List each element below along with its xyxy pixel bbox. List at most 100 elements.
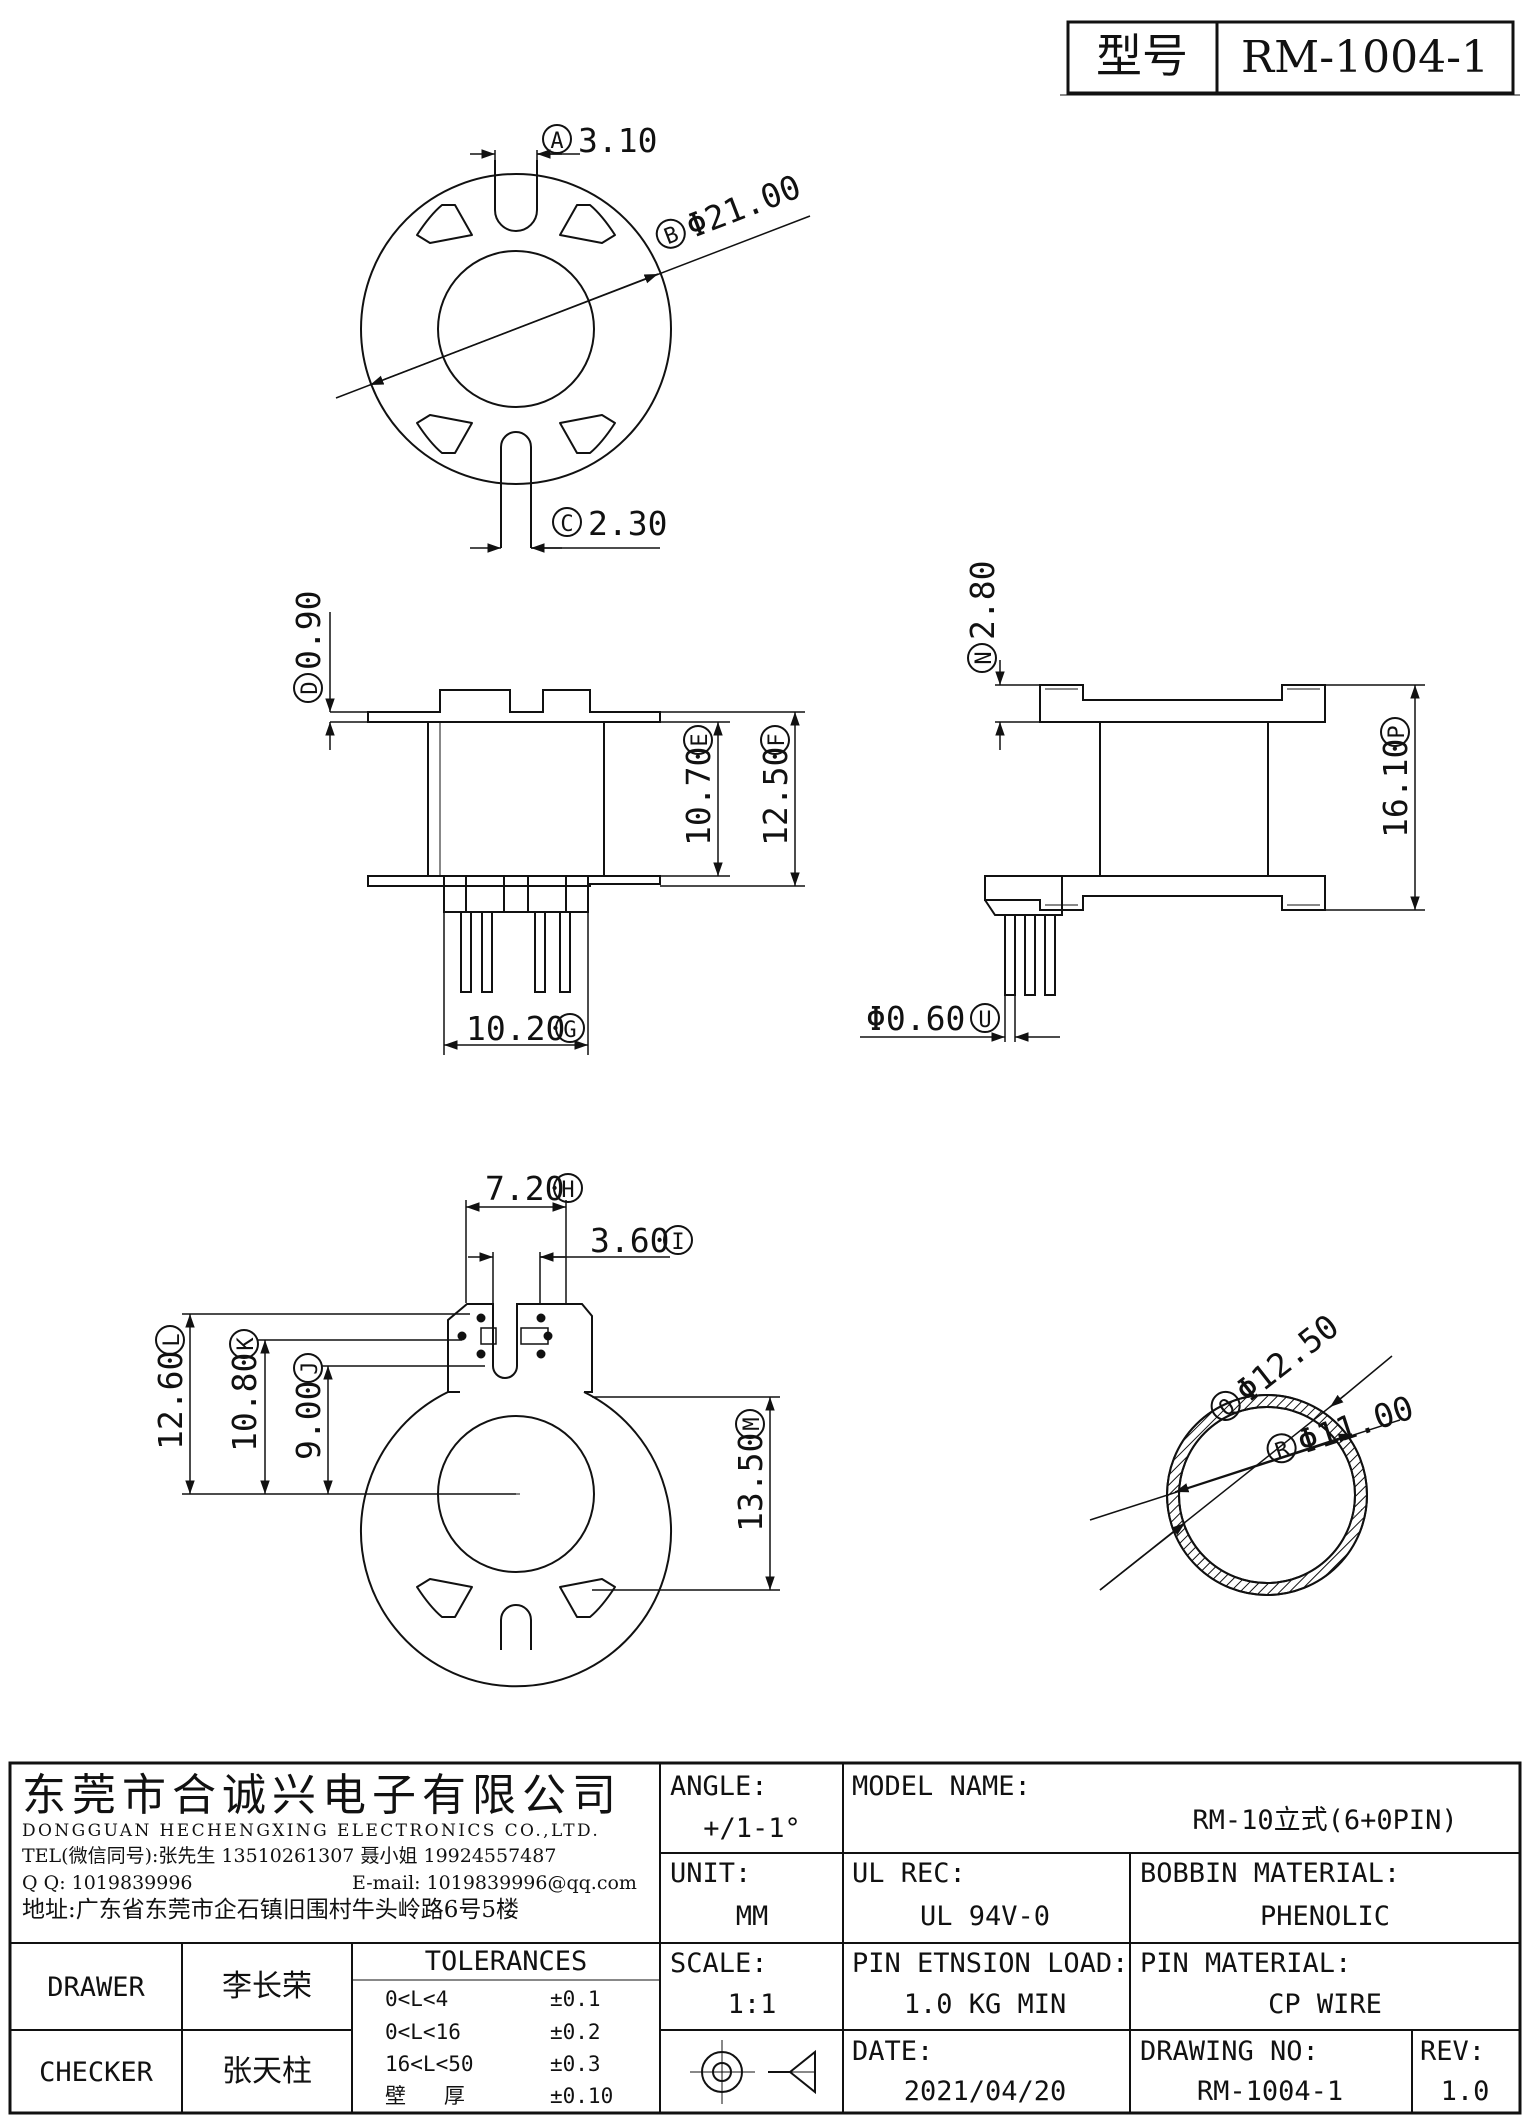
dim-c-value: 2.30 [588,504,667,543]
top-view [335,149,811,553]
callout-circle-b [655,218,686,249]
callout-circle-k [229,1329,259,1359]
pin-material-label: PIN MATERIAL: [1140,1948,1351,1979]
callout-circle-h [553,1173,583,1203]
checker-label: CHECKER [39,2057,154,2088]
callout-circle-r [1266,1433,1297,1464]
ul-rec-value: UL 94V-0 [920,1901,1050,1932]
dim-a-value: 3.10 [578,121,657,160]
callout-letter-u: U [978,1008,991,1033]
dim-h-value: 7.20 [485,1169,564,1208]
callout-letter-d: D [298,681,323,694]
date-label: DATE: [852,2036,933,2067]
ul-rec-label: UL REC: [852,1858,966,1889]
dim-u-value: Φ0.60 [866,999,965,1038]
pin-load-value: 1.0 KG MIN [904,1989,1067,2020]
bobbin-material-label: BOBBIN MATERIAL: [1140,1858,1400,1889]
callout-letter-g: G [563,1018,576,1043]
tolerance-value: ±0.2 [550,2020,601,2044]
title-block-grid [8,1761,1522,2115]
dim-j-value: 9.00 [289,1381,328,1460]
model-box-label: 型号 [1096,29,1188,83]
callout-circle-u [970,1003,1000,1033]
bottom-view [182,1200,780,1688]
angle-value: +/1-1° [703,1813,801,1844]
dim-i-value: 3.60 [590,1221,669,1260]
dim-k-value: 10.80 [225,1353,264,1452]
dim-m-value: 13.50 [731,1433,770,1532]
model-box-value: RM-1004-1 [1241,32,1489,83]
model-name-label: MODEL NAME: [852,1771,1031,1802]
model-box-text: 型号 RM-1004-1 [1096,29,1489,83]
callout-letter-a: A [550,129,563,154]
callout-circle-n [967,643,997,673]
company-name-en: DONGGUAN HECHENGXING ELECTRONICS CO.,LTD… [22,1821,600,1841]
callout-letter-k: K [234,1337,259,1351]
drawing-no-value: RM-1004-1 [1197,2076,1343,2107]
callout-circle-m [735,1409,765,1439]
scale-label: SCALE: [670,1948,768,1979]
company-name-cn: 东莞市合诚兴电子有限公司 [22,1770,622,1821]
front-view [325,612,805,1055]
tolerance-value: ±0.10 [550,2084,613,2108]
callout-circle-j [293,1353,323,1383]
dim-q-value: Φ12.50 [1228,1306,1346,1410]
side-view [860,660,1425,1042]
dim-b-value: Φ21.00 [681,167,806,246]
dimension-labels: A 3.10 B Φ21.00 C 2.30 D 0.90 10.70 E 12… [151,121,1418,1532]
callout-letter-c: C [560,512,573,537]
scale-value: 1:1 [728,1989,777,2020]
callout-letter-p: P [1385,725,1410,738]
callout-circle-d [293,673,323,703]
callout-letter-j: J [298,1361,323,1374]
company-tel: TEL(微信同号):张先生 13510261307 聂小姐 1992455748… [22,1845,556,1867]
title-block-text: ANGLE: +/1-1° MODEL NAME: RM-10立式(6+0PIN… [39,1771,1489,2107]
company-address: 地址:广东省东莞市企石镇旧围村牛头岭路6号5楼 [22,1897,519,1923]
pin-load-label: PIN ETNSION LOAD: [852,1948,1128,1979]
callout-letter-i: I [671,1230,684,1255]
date-value: 2021/04/20 [904,2076,1067,2107]
dim-f-value: 12.50 [756,747,795,846]
callout-circle-a [542,124,572,154]
tolerance-value: ±0.3 [550,2052,601,2076]
model-box [1060,20,1520,96]
callout-circle-e [683,725,713,755]
angle-label: ANGLE: [670,1771,768,1802]
dim-l-value: 12.60 [151,1351,190,1450]
tube-section-view [1089,1355,1401,1596]
company-email: E-mail: 1019839996@qq.com [352,1872,637,1894]
company-info: 东莞市合诚兴电子有限公司 DONGGUAN HECHENGXING ELECTR… [22,1770,637,1923]
unit-label: UNIT: [670,1858,751,1889]
callout-letter-l: L [160,1333,185,1346]
callout-circle-i [663,1225,693,1255]
drawing-no-label: DRAWING NO: [1140,2036,1319,2067]
dim-e-value: 10.70 [679,747,718,846]
callout-circle-g [555,1013,585,1043]
tolerance-range: 0<L<4 [385,1987,448,2011]
callout-circle-f [760,725,790,755]
callout-circle-p [1380,717,1410,747]
dim-d-value: 0.90 [289,591,328,670]
callout-letter-m: M [740,1417,765,1430]
drawer-name: 李长荣 [222,1969,312,2004]
callout-letter-e: E [688,733,713,746]
pin-material-value: CP WIRE [1268,1989,1382,2020]
dim-n-value: 2.80 [963,561,1002,640]
callout-circle-l [155,1325,185,1355]
tolerances-title: TOLERANCES [425,1946,588,1977]
dim-g-value: 10.20 [466,1009,565,1048]
model-name-value: RM-10立式(6+0PIN) [1192,1805,1457,1836]
dim-p-value: 16.10 [1376,739,1415,838]
callout-letter-f: F [765,733,790,746]
checker-name: 张天柱 [222,2054,312,2089]
tolerance-range: 16<L<50 [385,2052,474,2076]
tolerance-rows: 0<L<4 ±0.1 0<L<16 ±0.2 16<L<50 ±0.3 壁 厚 … [385,1987,613,2108]
tolerance-value: ±0.1 [550,1987,601,2011]
callout-letter-h: H [561,1178,574,1203]
tolerance-range: 0<L<16 [385,2020,461,2044]
callout-circle-q [1210,1390,1241,1421]
unit-value: MM [736,1901,769,1932]
callout-circle-c [552,507,582,537]
drawer-label: DRAWER [47,1972,145,2003]
